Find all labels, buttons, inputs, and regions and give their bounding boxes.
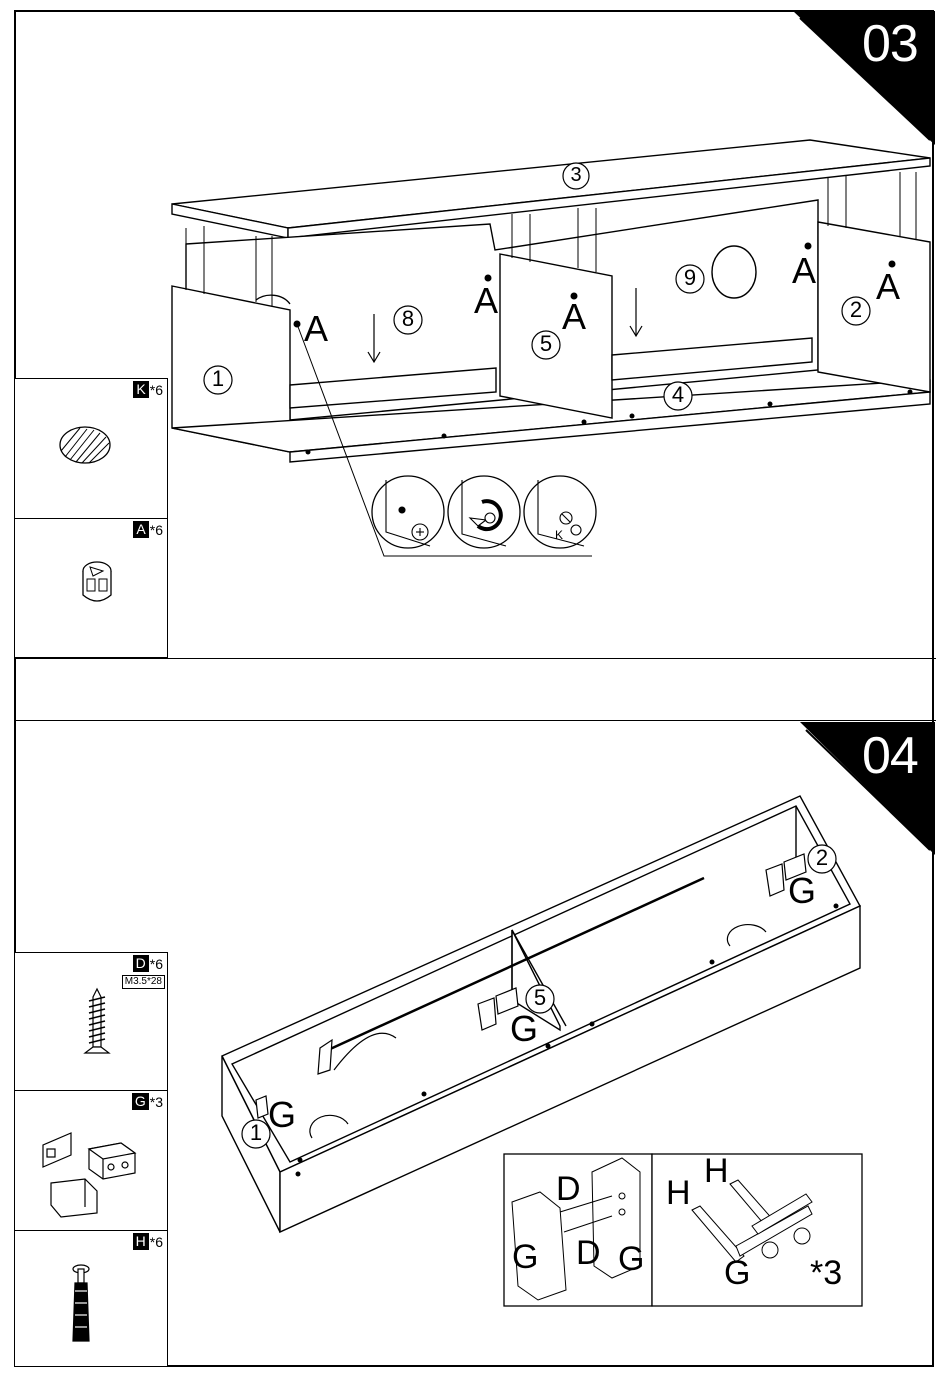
detail-label-d-1: D [556, 1170, 581, 1209]
detail-label-g-2: G [618, 1240, 644, 1279]
callout-panel-1-step4: 1 [246, 1120, 266, 1146]
bracket-label-g-2: G [510, 1008, 538, 1050]
detail-label-h-2: H [704, 1152, 729, 1191]
detail-multiplier: *3 [810, 1254, 842, 1293]
bracket-label-g-3: G [788, 870, 816, 912]
detail-label-g-3: G [724, 1254, 750, 1293]
detail-label-d-2: D [576, 1234, 601, 1273]
detail-label-g-1: G [512, 1238, 538, 1277]
detail-label-h-1: H [666, 1174, 691, 1213]
callout-panel-2-step4: 2 [812, 845, 832, 871]
bracket-label-g-1: G [268, 1094, 296, 1136]
